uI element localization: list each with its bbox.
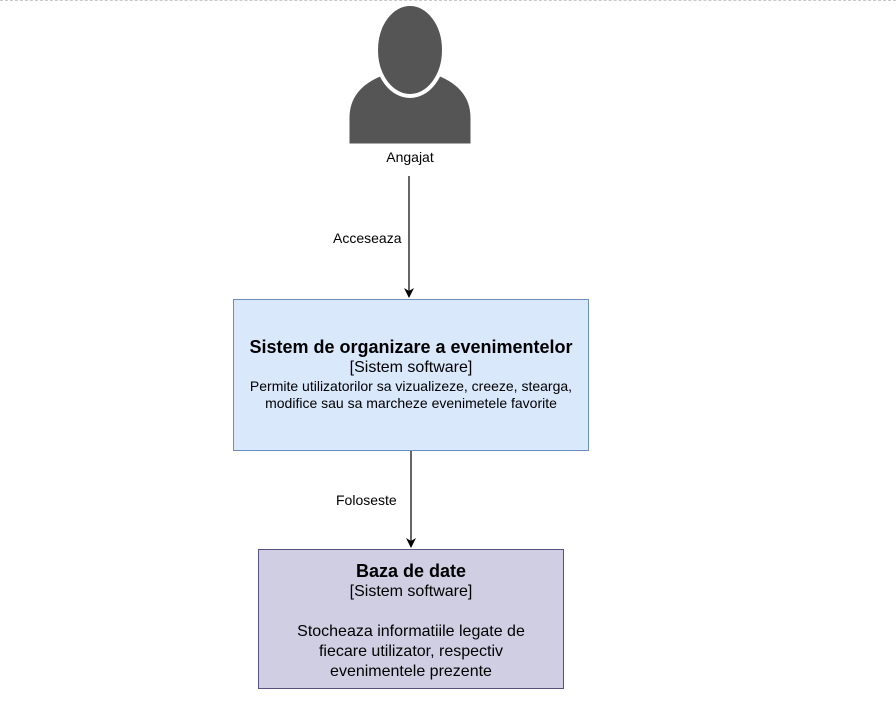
system-description: Permite utilizatorilor sa vizualizeze, c… <box>249 378 573 411</box>
database-title: Baza de date <box>355 561 467 581</box>
database-description: Stocheaza informatiile legate de fiecare… <box>297 623 525 680</box>
edge-label-foloseste: Foloseste <box>335 492 398 508</box>
system-type: [Sistem software] <box>349 359 473 376</box>
database-type: [Sistem software] <box>349 583 473 600</box>
person-icon <box>346 2 474 147</box>
actor-label: Angajat <box>386 149 434 165</box>
page-border <box>0 0 896 1</box>
edge-label-acceseaza: Acceseaza <box>332 230 403 246</box>
system-title: Sistem de organizare a evenimentelor <box>249 337 573 357</box>
system-node: Sistem de organizare a evenimentelor [Si… <box>233 299 589 451</box>
database-node: Baza de date [Sistem software] Stocheaza… <box>258 549 564 689</box>
